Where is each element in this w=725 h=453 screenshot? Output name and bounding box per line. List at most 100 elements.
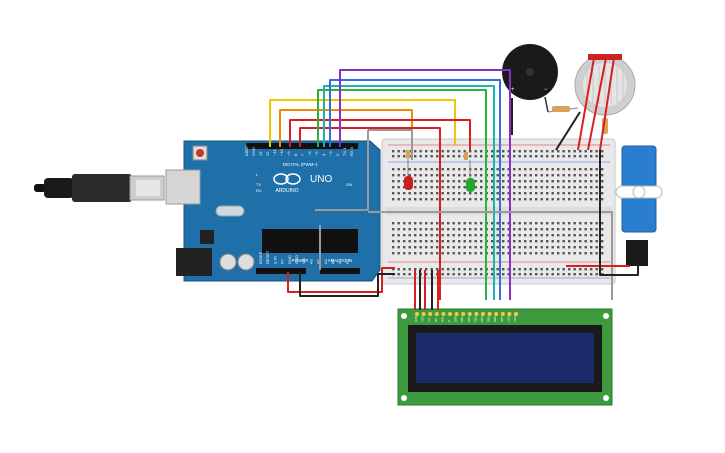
piezo-buzzer[interactable]: + − [502,44,558,100]
power-pin-label: A1 [316,258,321,264]
lcd-pin-label: DB6 [493,316,497,322]
digital-pin-label: ~5 [314,151,319,156]
wire-black-sensor [555,111,581,151]
lcd-pin-label: DB1 [460,316,464,322]
wire-black-servo [599,150,639,276]
lcd-pin-label: DB0 [454,316,458,322]
power-pin-label: 3.3V [272,255,277,264]
power-pin-label: A5 [344,258,349,264]
lcd-pin[interactable] [467,312,472,316]
digital-pin-label: 4 [321,153,326,156]
lcd-pin[interactable] [454,312,459,316]
lcd-pin[interactable] [487,312,492,316]
lcd-pin-label: E [447,320,451,322]
servo-motor[interactable] [615,145,663,266]
digital-pin-label: ~3 [328,151,333,156]
usb-cable[interactable] [34,174,165,202]
buzzer-minus-label: − [544,87,548,93]
lcd-pin-label: LED [513,315,517,322]
wiring [269,57,639,310]
buzzer-resistor [544,96,579,113]
brand-label: ARDUINO [275,188,298,194]
wire-red-sensor-2 [587,57,607,151]
lcd-pin-label: LED [506,315,510,322]
lcd-pin[interactable] [494,312,499,316]
lcd-screen [416,333,594,383]
power-pin-label: 5V [280,259,285,264]
lcd-pin-label: DB3 [473,316,477,322]
wire-black-power [299,272,395,297]
digital-pin-label: 2 [335,153,340,156]
lcd-pin[interactable] [421,312,426,316]
power-jack [176,248,212,276]
digital-pin-label: 8 [293,153,298,156]
lcd-pin-label: GND [414,315,418,323]
wire-grey-2 [315,130,369,211]
lcd-pin-label: DB5 [487,316,491,322]
power-pin-label: A4 [337,258,342,264]
digital-pin-label: RX 0 [349,146,354,156]
digital-pin-label: 13 [258,151,263,156]
l-label: L [256,172,259,177]
power-pin-label: IOREF [258,251,263,264]
power-pin-label: Vin [301,258,306,264]
lcd-pin-label: DB4 [480,316,484,322]
digital-pin-label: ~6 [307,151,312,156]
lcd-pin-label: DB7 [500,316,504,322]
lcd-pin-label: RW [440,317,444,322]
model-label: UNO [310,174,332,185]
lcd-pin[interactable] [415,312,419,316]
wire-red-1 [289,119,471,150]
digital-pin-label: ~9 [286,151,291,156]
tx-label: TX [256,182,261,187]
wire-red-power [287,267,395,293]
lcd-pin[interactable] [428,312,433,316]
buzzer-plus-label: + [511,87,515,93]
digital-label: DIGITAL (PWM~) [283,162,318,167]
rx-label: RX [256,188,262,193]
lcd-pin-label: VCC [421,315,425,322]
lcd-pin[interactable] [441,312,446,316]
power-pin-label: GND [294,255,299,264]
lcd-pin[interactable] [474,312,479,316]
lcd-pin[interactable] [461,312,466,316]
lcd-pin-label: DB2 [467,316,471,322]
lcd-pin[interactable] [514,312,518,316]
lcd-pin-label: V0 [427,318,431,322]
red-led[interactable] [404,150,413,190]
wire-red-sensor-1 [577,57,595,151]
digital-pin-label: ~10 [279,148,284,156]
wire-red-2 [299,127,441,300]
lcd-pin[interactable] [507,312,512,316]
lcd-pin[interactable] [434,312,439,316]
digital-pin-label: 7 [300,153,305,156]
lcd-pin[interactable] [448,312,452,316]
wire-green [317,89,487,300]
digital-pin-label: GND [251,147,256,156]
on-label: ON [346,182,352,187]
arduino-uno-board[interactable]: ARDUINO UNO DIGITAL (PWM~) POWER ANALOG … [165,140,381,282]
wire-yellow [269,99,456,147]
power-pin-label: GND [287,255,292,264]
digital-pin-label: 12 [265,151,270,156]
lcd-pin[interactable] [481,312,485,316]
wire-red-sensor-3 [599,57,615,151]
green-led[interactable] [464,152,475,192]
atmega-chip [262,229,358,253]
analog-header [320,268,360,274]
lcd-pin[interactable] [500,312,505,316]
digital-header [246,143,358,149]
power-pin-label: RESET [265,250,270,264]
digital-pin-label: TX 1 [342,147,347,156]
power-pin-label: A2 [323,258,328,264]
digital-pin-label: ~11 [272,149,277,156]
servo-connector [626,240,648,266]
wire-grey-1 [368,129,413,160]
lcd-pin-label: RS [434,318,438,322]
arduino-logo [273,173,301,185]
digital-pin-label: AREF [244,145,249,156]
